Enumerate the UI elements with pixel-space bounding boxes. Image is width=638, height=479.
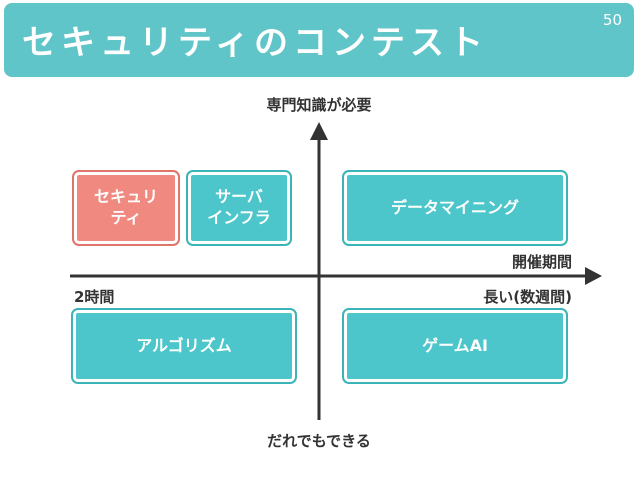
box-game-ai: ゲームAI — [344, 310, 566, 382]
axis-label-top: 専門知識が必要 — [266, 96, 372, 114]
title-bar: セキュリティのコンテスト 50 — [4, 3, 634, 77]
page-number: 50 — [602, 11, 622, 29]
vertical-axis-arrowhead — [310, 122, 328, 140]
horizontal-axis-arrowhead — [585, 267, 602, 285]
box-server-infra: サーバ インフラ — [188, 172, 290, 244]
axis-label-left: 2時間 — [74, 288, 115, 306]
axis-label-bottom: だれでもできる — [267, 432, 371, 450]
axis-label-right-bottom: 長い(数週間) — [483, 288, 572, 306]
axis-label-right-top: 開催期間 — [511, 253, 572, 271]
box-security: セキュリ ティ — [74, 172, 178, 244]
slide-title: セキュリティのコンテスト — [22, 23, 488, 63]
box-data-mining: データマイニング — [344, 172, 566, 244]
box-algorithm: アルゴリズム — [73, 310, 295, 382]
